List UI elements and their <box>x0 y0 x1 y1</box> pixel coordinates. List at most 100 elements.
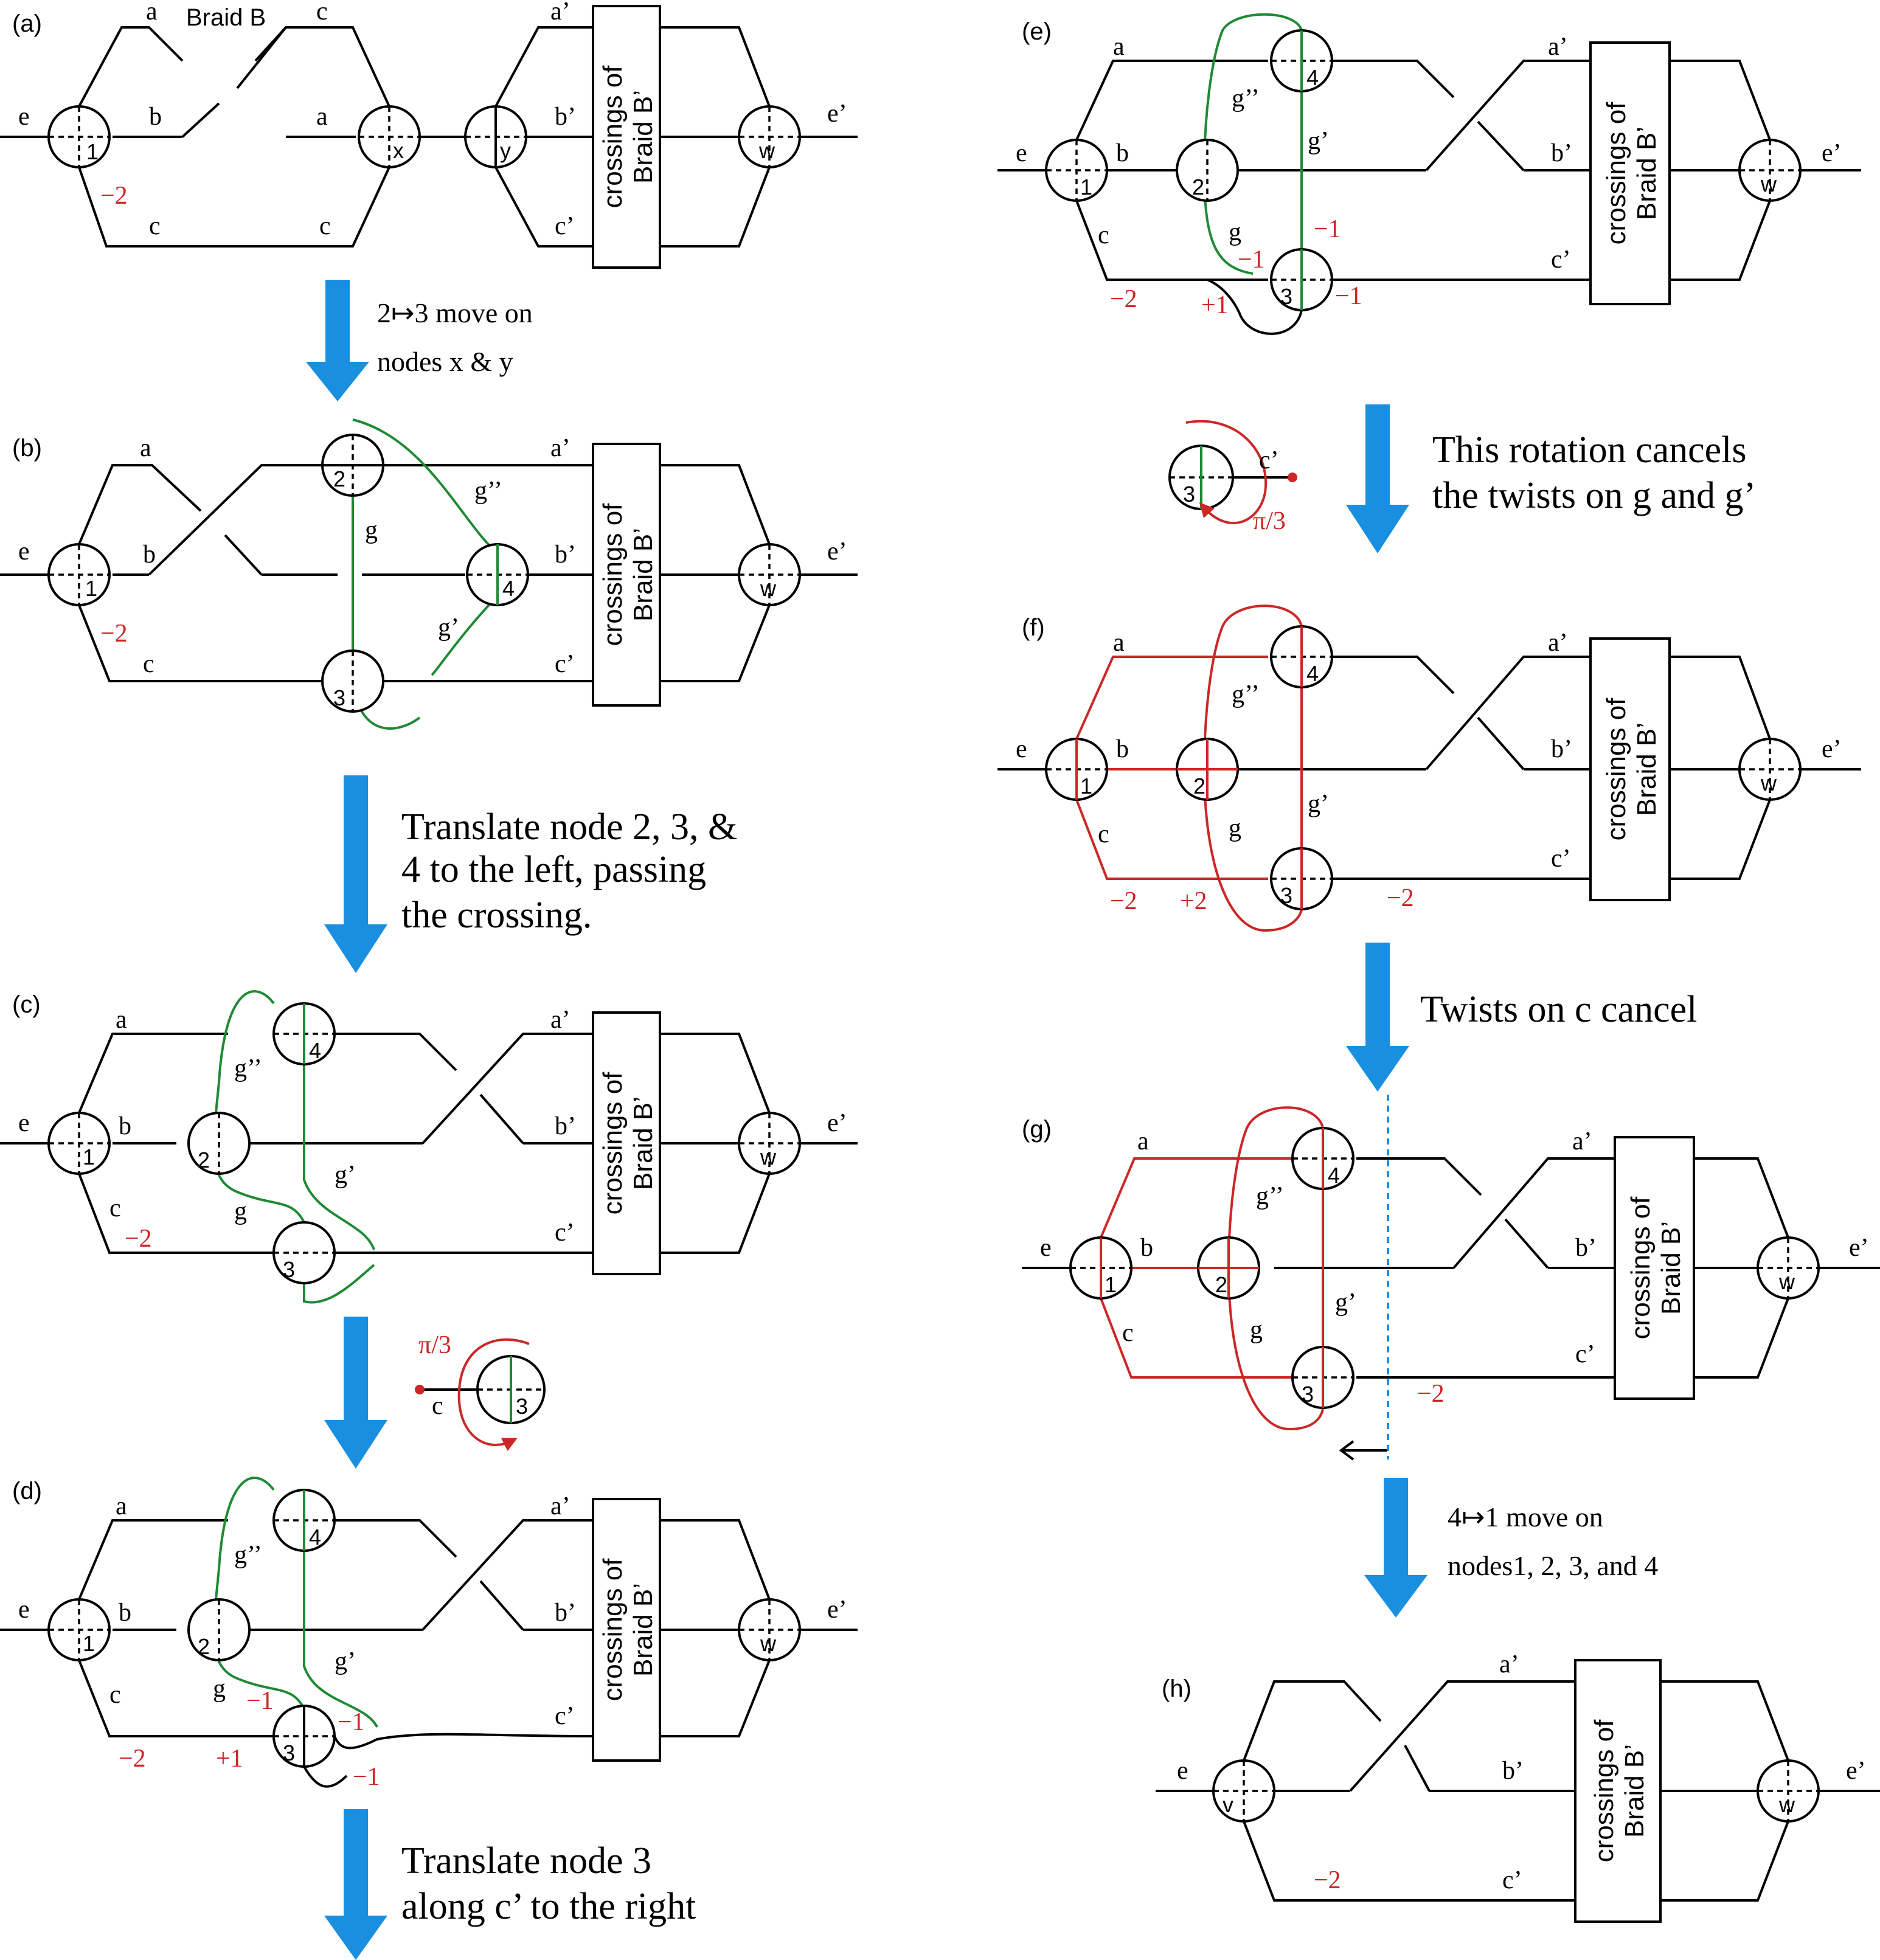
svg-text:g: g <box>365 516 378 544</box>
svg-text:g: g <box>213 1675 226 1703</box>
panel-c: (c) 1 2 3 4 w crossings ofBraid B’ e e’ … <box>0 990 858 1304</box>
svg-text:e’: e’ <box>1846 1757 1866 1785</box>
svg-text:c’: c’ <box>555 1219 575 1247</box>
svg-text:crossings ofBraid B’: crossings ofBraid B’ <box>1601 698 1662 841</box>
step-4: Translate node 3 along c’ to the right <box>324 1809 696 1960</box>
svg-text:+1: +1 <box>216 1745 243 1773</box>
step-text: Translate node 3 <box>401 1840 651 1882</box>
svg-text:a’: a’ <box>1572 1127 1592 1155</box>
rotation-icon: 3 c’ π/3 <box>1168 420 1297 535</box>
down-arrow-icon <box>1346 404 1409 553</box>
svg-text:c’: c’ <box>555 650 575 678</box>
svg-text:e’: e’ <box>827 1596 847 1624</box>
panel-b: (b) 1 2 3 4 w crossings ofBraid B’ e e’ … <box>0 418 858 730</box>
svg-text:4: 4 <box>1306 65 1319 90</box>
svg-text:−1: −1 <box>353 1763 380 1791</box>
svg-text:3: 3 <box>1280 883 1292 908</box>
svg-text:e’: e’ <box>827 538 847 566</box>
svg-text:π/3: π/3 <box>1253 507 1286 535</box>
svg-text:g’’: g’’ <box>1256 1182 1284 1210</box>
svg-text:3: 3 <box>283 1257 295 1282</box>
strand-label: c <box>319 212 331 240</box>
svg-text:g’: g’ <box>1308 127 1329 155</box>
strand-c <box>78 1173 593 1254</box>
step-6: Twists on c cancel <box>1346 943 1697 1092</box>
svg-text:c: c <box>109 1681 121 1709</box>
end-label: e <box>18 103 30 131</box>
svg-text:b’: b’ <box>555 1599 576 1627</box>
down-arrow-icon <box>324 1809 387 1960</box>
svg-text:c’: c’ <box>1551 845 1571 873</box>
panel-a: (a) Braid B 1 x y w crossings ofBraid B’… <box>0 0 858 269</box>
svg-text:g’: g’ <box>438 614 459 642</box>
strand-label: b’ <box>555 103 576 131</box>
strand-label: a <box>316 103 328 131</box>
svg-text:e: e <box>18 1109 30 1137</box>
crossing-over <box>181 26 287 138</box>
step-text: the crossing. <box>401 895 592 936</box>
node-label: 1 <box>86 139 99 164</box>
svg-text:a: a <box>1113 629 1125 657</box>
svg-text:−2: −2 <box>1417 1380 1445 1408</box>
black-strands <box>1356 1157 1615 1379</box>
svg-text:2: 2 <box>1193 774 1205 798</box>
svg-text:1: 1 <box>83 1631 95 1656</box>
svg-text:g’: g’ <box>335 1647 356 1675</box>
svg-text:1: 1 <box>1105 1272 1117 1297</box>
strand-label: c <box>316 0 328 26</box>
svg-text:crossings ofBraid B’: crossings ofBraid B’ <box>1589 1719 1649 1863</box>
step-text: the twists on g and g’ <box>1432 475 1756 516</box>
step-text: nodes1, 2, 3, and 4 <box>1448 1550 1658 1581</box>
svg-text:g’: g’ <box>1308 790 1329 818</box>
strand-c <box>1075 200 1590 335</box>
svg-text:a: a <box>116 1492 127 1520</box>
step-text: nodes x & y <box>377 346 513 377</box>
node-label: x <box>393 138 404 163</box>
svg-text:crossings ofBraid B’: crossings ofBraid B’ <box>598 1558 658 1702</box>
panel-h: (h) v w crossings ofBraid B’ e e’ a’ b’ … <box>1156 1650 1880 1923</box>
svg-text:3: 3 <box>516 1394 528 1419</box>
strand-label: c <box>149 212 161 240</box>
svg-text:−1: −1 <box>1335 282 1362 310</box>
svg-text:b: b <box>1116 139 1129 167</box>
svg-text:−2: −2 <box>119 1745 146 1773</box>
right-strands <box>660 1033 771 1254</box>
svg-text:b’: b’ <box>1551 735 1572 763</box>
svg-text:2: 2 <box>1215 1272 1227 1297</box>
step-text: 4 to the left, passing <box>401 849 706 890</box>
svg-text:b: b <box>119 1112 131 1140</box>
strand-label: b <box>149 103 162 131</box>
step-text: Twists on c cancel <box>1420 989 1697 1030</box>
svg-text:−2: −2 <box>1110 887 1137 915</box>
svg-text:−2: −2 <box>1314 1866 1341 1894</box>
panel-e: (e) 1 2 3 4 w crossings ofBraid B’ e e’ … <box>997 13 1861 335</box>
strand-a <box>1075 60 1525 171</box>
svg-text:w: w <box>760 1631 777 1656</box>
right-strands <box>1660 1680 1789 1902</box>
rotation-icon: π/3 c 3 <box>415 1331 546 1452</box>
svg-text:e’: e’ <box>1822 139 1842 167</box>
strand-a-top <box>78 26 390 107</box>
svg-text:a’: a’ <box>550 1492 571 1520</box>
strand-b-cross <box>148 464 593 576</box>
svg-text:3: 3 <box>1280 284 1292 309</box>
strand-a <box>78 1033 524 1144</box>
svg-text:3: 3 <box>283 1740 295 1765</box>
svg-text:a’: a’ <box>550 434 571 462</box>
down-arrow-icon <box>1364 1478 1427 1618</box>
svg-text:4: 4 <box>309 1038 321 1063</box>
svg-text:1: 1 <box>83 1144 95 1169</box>
svg-text:b’: b’ <box>1575 1234 1597 1262</box>
step-text: 2↦3 move on <box>377 297 533 328</box>
panel-tag: (e) <box>1022 18 1052 45</box>
svg-text:−1: −1 <box>1238 246 1265 274</box>
step-text: This rotation cancels <box>1432 429 1747 471</box>
braid-box <box>592 5 661 269</box>
left-arrow-icon <box>1339 1440 1387 1461</box>
svg-text:b: b <box>1140 1234 1153 1262</box>
svg-text:a: a <box>140 434 151 462</box>
panel-tag: (g) <box>1022 1116 1052 1143</box>
red-strands <box>1100 1157 1292 1379</box>
braid-title: Braid B <box>186 4 266 31</box>
